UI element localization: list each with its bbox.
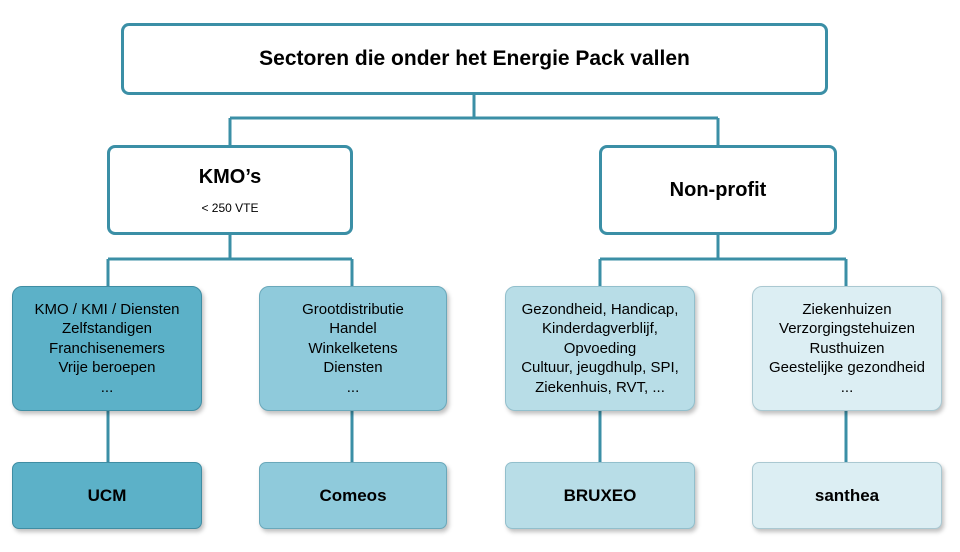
sector-line: Rusthuizen [809,339,885,357]
sector-line: Opvoeding [563,339,637,357]
org-label: BRUXEO [563,485,637,505]
sector-box-hospitals: Ziekenhuizen Verzorgingstehuizen Rusthui… [752,286,942,411]
diagram-title: Sectoren die onder het Energie Pack vall… [259,47,690,70]
org-box-ucm: UCM [12,462,202,529]
sector-line: ... [840,378,854,396]
title-box: Sectoren die onder het Energie Pack vall… [121,23,828,95]
category-label: KMO’s [198,165,262,188]
category-label: Non-profit [669,178,767,201]
sector-line: KMO / KMI / Diensten [34,300,180,318]
sector-box-health-culture: Gezondheid, Handicap, Kinderdagverblijf,… [505,286,695,411]
category-box-kmo: KMO’s < 250 VTE [107,145,353,235]
sector-line: Verzorgingstehuizen [779,320,915,338]
sector-line: ... [100,378,114,396]
sector-line: Vrije beroepen [58,359,156,377]
sector-line: ... [346,378,360,396]
org-box-santhea: santhea [752,462,942,529]
sector-line: Kinderdagverblijf, [542,320,658,338]
org-label: UCM [87,485,127,505]
org-label: santhea [814,485,880,505]
sector-line: Cultuur, jeugdhulp, SPI, [521,359,679,377]
sector-box-distribution: Grootdistributie Handel Winkelketens Die… [259,286,447,411]
sector-line: Zelfstandigen [61,320,153,338]
sector-line: Grootdistributie [302,300,404,318]
sector-line: Gezondheid, Handicap, [521,300,679,318]
category-box-nonprofit: Non-profit [599,145,837,235]
sector-line: Ziekenhuis, RVT, ... [535,378,665,396]
sector-line: Ziekenhuizen [802,300,892,318]
sector-line: Geestelijke gezondheid [769,359,925,377]
org-box-bruxeo: BRUXEO [505,462,695,529]
category-sublabel: < 250 VTE [201,200,259,215]
sector-line: Franchisenemers [49,339,165,357]
sector-line: Handel [329,320,377,338]
sector-line: Diensten [323,359,383,377]
org-box-comeos: Comeos [259,462,447,529]
org-label: Comeos [319,485,387,505]
sector-line: Winkelketens [308,339,398,357]
sector-box-kmo-services: KMO / KMI / Diensten Zelfstandigen Franc… [12,286,202,411]
